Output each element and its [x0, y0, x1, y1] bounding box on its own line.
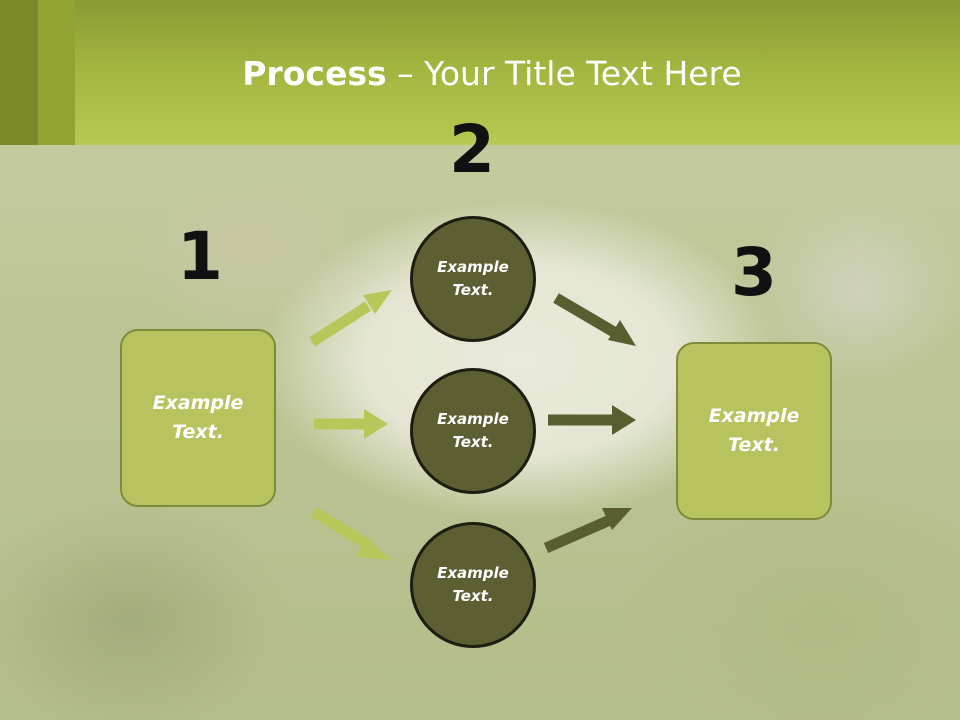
arrow-left-to-bottom: [311, 507, 392, 560]
title-bar: Process – Your Title Text Here: [0, 0, 960, 145]
circle-middle-line1: Example: [437, 410, 509, 428]
step-1-text-line1: Example: [152, 392, 244, 414]
arrow-left-to-middle: [314, 409, 388, 439]
step-2-circle-bottom[interactable]: Example Text.: [410, 522, 536, 648]
circle-top-line1: Example: [437, 258, 509, 276]
arrow-bottom-to-right: [543, 508, 632, 554]
step-3-box[interactable]: Example Text.: [676, 342, 832, 520]
arrow-left-to-top: [309, 290, 392, 347]
step-3-text-line2: Text.: [728, 434, 780, 456]
circle-top-line2: Text.: [452, 281, 494, 299]
step-3-text-line1: Example: [708, 405, 800, 427]
step-2-circle-top[interactable]: Example Text.: [410, 216, 536, 342]
header-accent-stripe-2: [38, 0, 75, 145]
title-rest: – Your Title Text Here: [386, 54, 742, 93]
circle-bottom-line2: Text.: [452, 587, 494, 605]
step-number-1: 1: [177, 218, 223, 295]
header-accent-stripe: [0, 0, 38, 145]
step-number-2: 2: [449, 111, 495, 188]
step-2-circle-middle[interactable]: Example Text.: [410, 368, 536, 494]
arrow-middle-to-right: [548, 405, 636, 435]
circle-middle-line2: Text.: [452, 433, 494, 451]
circle-bottom-line1: Example: [437, 564, 509, 582]
slide-title[interactable]: Process – Your Title Text Here: [0, 52, 960, 96]
step-number-3: 3: [731, 234, 777, 311]
title-bold: Process: [242, 54, 387, 93]
step-1-text-line2: Text.: [172, 421, 224, 443]
arrow-top-to-right: [553, 293, 636, 346]
step-1-box[interactable]: Example Text.: [120, 329, 276, 507]
